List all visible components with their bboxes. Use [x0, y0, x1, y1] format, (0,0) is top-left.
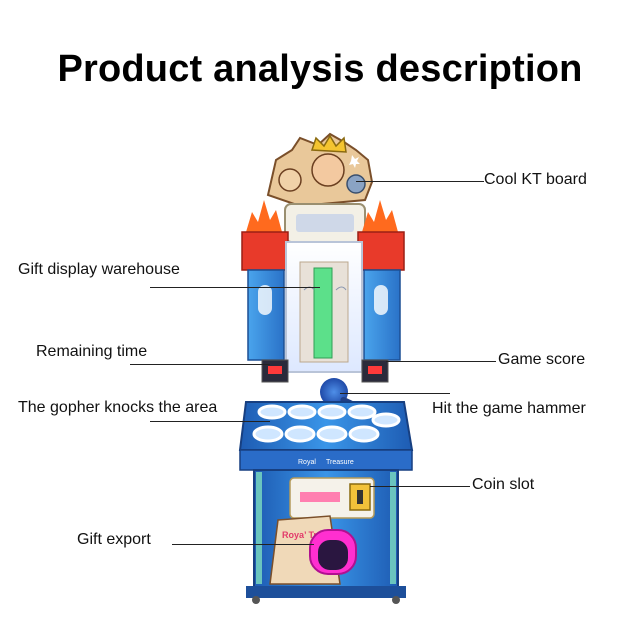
leader-line-gopher-knocks-area	[150, 421, 270, 422]
label-gopher-knocks-area: The gopher knocks the area	[18, 399, 218, 416]
label-gift-export: Gift export	[77, 531, 151, 548]
leader-line-coin-slot	[370, 486, 470, 487]
leader-line-game-score	[386, 361, 496, 362]
leader-line-hit-game-hammer	[340, 393, 450, 394]
label-game-score: Game score	[498, 351, 586, 368]
right-tower	[357, 200, 405, 361]
leader-line-gift-display-warehouse	[150, 287, 320, 288]
panel-text: Roya’ Treas	[282, 530, 332, 540]
sign-right-text: Treasure	[326, 459, 354, 466]
label-hit-game-hammer: Hit the game hammer	[432, 400, 586, 417]
label-cool-kt-board: Cool KT board	[484, 171, 587, 188]
label-coin-slot: Coin slot	[472, 476, 535, 493]
kt-board	[266, 132, 374, 208]
label-remaining-time: Remaining time	[36, 343, 148, 360]
leader-line-remaining-time	[130, 364, 270, 365]
leader-line-gift-export	[172, 544, 314, 545]
page-title: Product analysis description	[57, 48, 583, 90]
leader-line-cool-kt-board	[356, 181, 484, 182]
label-gift-display-warehouse: Gift display warehouse	[18, 261, 180, 278]
left-tower	[241, 200, 289, 361]
sign-left-text: Royal	[298, 459, 316, 466]
